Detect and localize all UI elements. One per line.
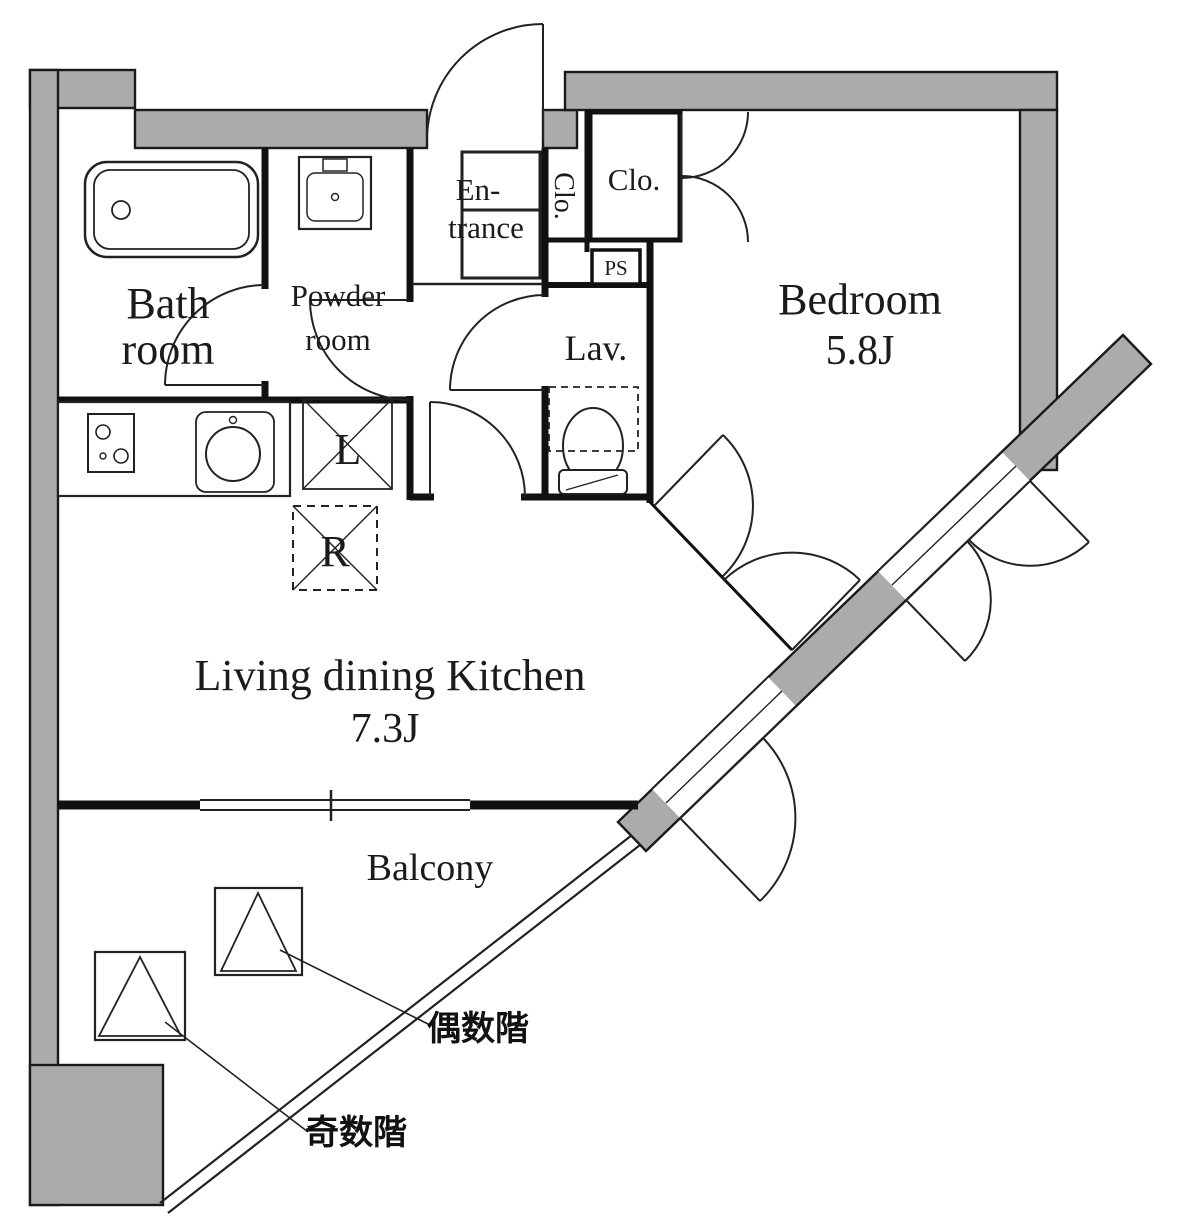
bedroom-window-frame-outer [905, 480, 1031, 601]
laundry-space [302, 398, 393, 490]
bedroom-window-arc-2 [968, 539, 1090, 567]
powder-door-arc [309, 299, 411, 401]
bathroom-door-arc [164, 284, 266, 386]
bedroom-window-frame-inner [877, 451, 1003, 572]
toilet-tank-line [565, 474, 619, 491]
closet-bedroom-box [587, 109, 683, 243]
ldk-balcony-door-frame-inner [651, 676, 769, 790]
closet-door-arc-bottom [681, 175, 749, 243]
refrigerator-space [292, 505, 378, 591]
bedroom-window-arc-1 [964, 540, 992, 662]
laundry-box [302, 398, 393, 490]
bathroom-label-line2: room [122, 325, 215, 374]
odd-floor-label: 奇数階 [305, 1113, 407, 1153]
bedroom-label: Bedroom [778, 275, 942, 324]
ldk-door-arc [429, 401, 526, 498]
bedroom-window-leaf-2 [1029, 480, 1090, 543]
labels: Bath room Powder room En- trance Clo. Cl… [122, 162, 942, 1153]
stove-icon [87, 413, 135, 473]
stove-burner-2 [113, 448, 129, 464]
wall-top-mid [133, 108, 429, 150]
balcony-label: Balcony [367, 847, 494, 889]
bedroom-size-label: 5.8J [826, 328, 895, 374]
balcony-door-leaf [679, 817, 761, 902]
balcony-equipment [93, 886, 431, 1133]
odd-floor-leader-line [164, 1021, 309, 1133]
laundry-space-label: L [335, 425, 362, 474]
bathtub-inner [93, 169, 250, 250]
bedroom-window-frame-center [891, 465, 1017, 586]
refrigerator-box [292, 505, 378, 591]
closet-bedroom-label: Clo. [608, 162, 661, 197]
toilet [548, 386, 639, 495]
even-floor-label: 偶数階 [427, 1009, 529, 1049]
kitchen-sink-unit [195, 411, 275, 493]
ldk-balcony-door-frame-center [665, 690, 783, 804]
washbasin-counter [297, 155, 373, 231]
lavatory-door-arc [449, 294, 546, 391]
wall-top-entry-right [541, 108, 579, 150]
kitchen [56, 400, 292, 498]
toilet-clearance-box [548, 386, 639, 452]
bedroom-door-leaf-1 [654, 434, 724, 506]
bathtub-outer [83, 160, 260, 259]
diagonal-openings [651, 451, 1031, 819]
door-arcs [164, 23, 1090, 902]
laundry-x-2 [302, 398, 393, 490]
stove-burner-1 [95, 424, 111, 440]
washbasin-tap [322, 158, 348, 172]
interior-walls [58, 109, 794, 821]
railing-line-inner [159, 834, 633, 1204]
wall-top-right [563, 70, 1059, 112]
wall-left [28, 68, 60, 1207]
refrigerator-x-2 [292, 505, 378, 591]
refrigerator-space-label: R [320, 527, 350, 576]
even-floor-leader-line [279, 949, 431, 1026]
balcony-door-arc [759, 737, 797, 902]
railing-line-outer [167, 844, 641, 1214]
ac-unit-1 [213, 886, 304, 977]
bathtub-drain [111, 200, 131, 220]
entrance-fixtures [412, 150, 543, 286]
wall-bottom-left-block [28, 1063, 165, 1207]
stove-burner-3 [99, 452, 107, 460]
ac-unit-1-triangle [219, 890, 298, 972]
bedroom-door-leaf-2 [791, 579, 861, 651]
kitchen-sink-bowl [205, 426, 261, 482]
kitchen-tap [228, 415, 238, 425]
outer-walls [28, 68, 1153, 1207]
lavatory-label: Lav. [565, 328, 628, 368]
entrance-label-line1: En- [456, 172, 501, 207]
powder-room-label-line1: Powder [291, 278, 386, 313]
ac-unit-2 [93, 950, 187, 1042]
washbasin-drain [330, 192, 340, 202]
bedroom-door-arc-1 [722, 434, 754, 577]
bedroom-door-arc-2 [723, 551, 861, 581]
bathroom-label-line1: Bath [126, 279, 209, 328]
ldk-size-label: 7.3J [351, 706, 420, 752]
kitchen-counter [56, 400, 292, 498]
bedroom-window-leaf-1 [905, 599, 966, 662]
ldk-label: Living dining Kitchen [194, 651, 585, 700]
ldk-balcony-door-frame-outer [679, 705, 797, 819]
pipe-space-box [590, 248, 642, 286]
washbasin [297, 155, 373, 231]
bathtub [83, 160, 260, 259]
balcony-railing [159, 834, 641, 1214]
closet-hall-label: Clo. [548, 172, 579, 219]
entrance-door-arc [426, 23, 544, 141]
pipe-space-label: PS [604, 256, 627, 280]
ac-unit-2-triangle [97, 955, 183, 1037]
washbasin-bowl [306, 172, 364, 222]
entrance-label-line2: trance [448, 210, 524, 245]
powder-room-label-line2: room [305, 322, 370, 357]
wall-bedroom-door-diagonal [648, 500, 794, 652]
shoe-cabinet [460, 150, 542, 280]
